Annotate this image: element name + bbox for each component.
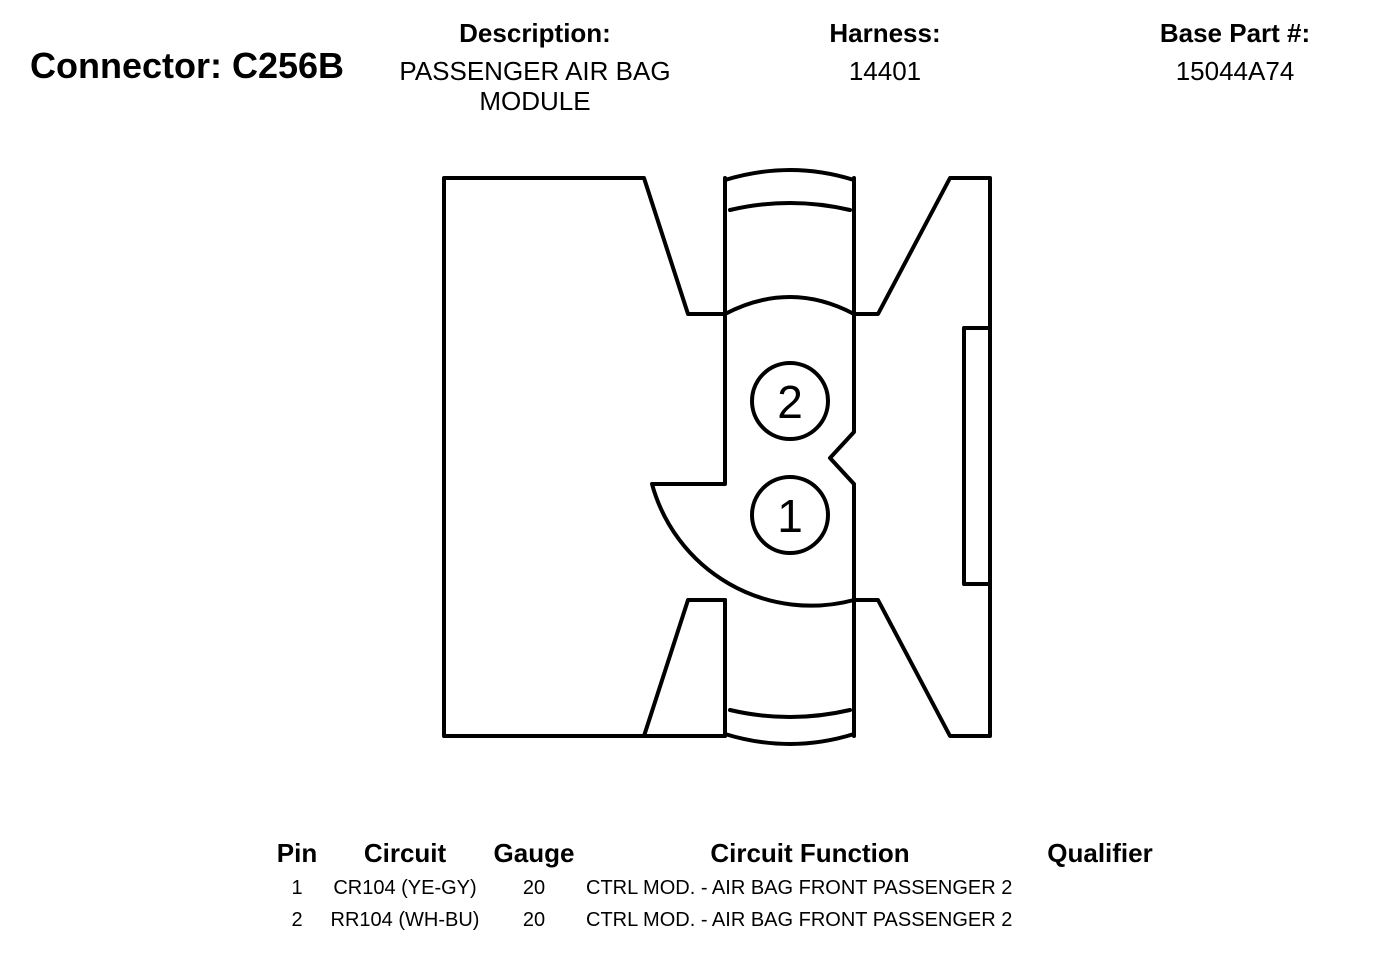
connector-top-band [728, 201, 852, 212]
row-1-circuit-function: CTRL MOD. - AIR BAG FRONT PASSENGER 2 [586, 877, 1013, 899]
connector-latch-tab [962, 326, 992, 586]
harness-value: 14401 [848, 56, 922, 86]
description-column: Description: PASSENGER AIR BAG MODULE [385, 18, 685, 116]
cavity-2-circle [750, 361, 830, 441]
row-1-circuit: CR104 (YE-GY) [333, 877, 477, 899]
cavity-1-circle [750, 475, 830, 555]
cavity-1-label: 1 [777, 490, 803, 542]
connector-face-diagram: 2 1 [442, 168, 992, 746]
connector-left-housing [442, 176, 727, 738]
connector-top-cap [723, 168, 856, 182]
connector-title: Connector: C256B [30, 45, 345, 86]
connector-left-lower-notch [642, 598, 727, 738]
cavity-2-label: 2 [777, 376, 803, 428]
description-value: PASSENGER AIR BAG MODULE [399, 56, 671, 116]
header-circuit-function: Circuit Function [710, 838, 910, 868]
row-2-circuit-function: CTRL MOD. - AIR BAG FRONT PASSENGER 2 [586, 909, 1013, 931]
row-2-pin: 2 [291, 909, 303, 931]
connector-center-tower-right [828, 176, 856, 738]
header-gauge: Gauge [493, 838, 575, 868]
header-circuit: Circuit [363, 838, 447, 868]
row-1-pin: 1 [291, 877, 303, 899]
base-part-value: 15044A74 [1175, 56, 1295, 86]
connector-right-housing [852, 176, 992, 738]
header-qualifier: Qualifier [1047, 838, 1153, 868]
row-2-gauge: 20 [522, 909, 546, 931]
harness-column: Harness: 14401 [780, 18, 990, 86]
connector-bottom-cap [723, 732, 856, 746]
base-part-column: Base Part #: 15044A74 [1120, 18, 1350, 86]
connector-top-arc [723, 295, 856, 316]
harness-label: Harness: [829, 18, 941, 48]
connector-center-tower-left [650, 176, 856, 608]
header-pin: Pin [276, 838, 318, 868]
description-label: Description: [459, 18, 611, 48]
row-1-gauge: 20 [522, 877, 546, 899]
base-part-label: Base Part #: [1159, 18, 1311, 48]
row-2-circuit: RR104 (WH-BU) [330, 909, 480, 931]
connector-bottom-band [728, 708, 852, 719]
